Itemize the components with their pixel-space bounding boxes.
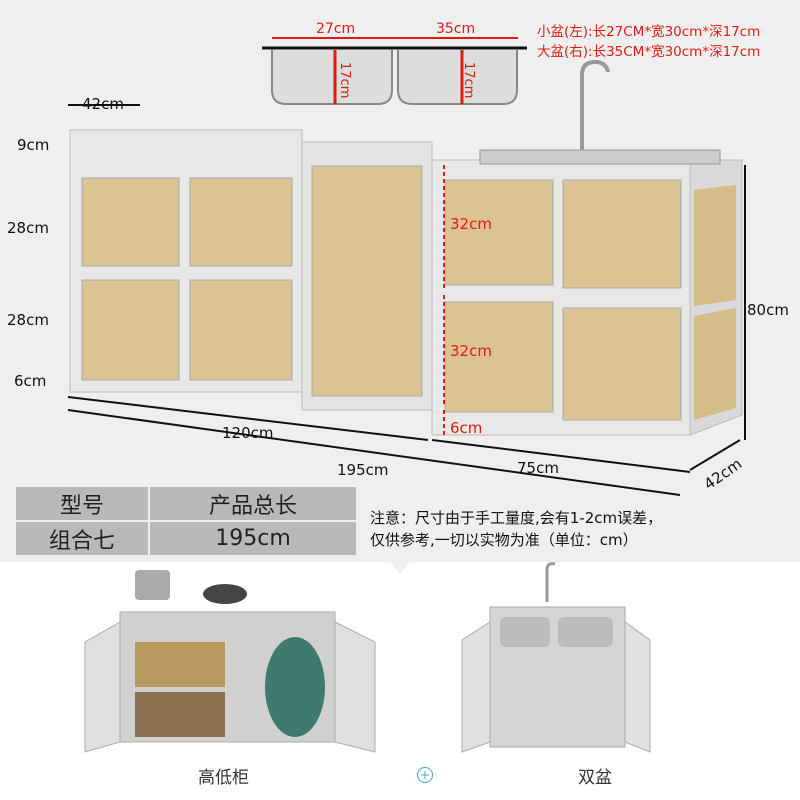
header-total-length: 产品总长: [148, 485, 358, 522]
left-length-label: 120cm: [222, 424, 274, 442]
middle-cabinet: [301, 141, 433, 411]
left-depth-label: 42cm: [82, 95, 124, 113]
total-length-label: 195cm: [337, 461, 389, 479]
small-basin-spec: 小盆(左):长27CM*宽30cm*深17cm: [537, 24, 761, 40]
right-photo-caption: 双盆: [578, 768, 612, 788]
lower-door-label: 28cm: [7, 311, 49, 329]
open-cabinet-photo: [84, 570, 376, 753]
product-photos: [84, 562, 651, 753]
faucet: [580, 59, 610, 150]
right-upper-door-label: 32cm: [450, 215, 492, 233]
dimension-arrows: [67, 104, 746, 496]
large-basin-depth: 17cm: [461, 62, 476, 99]
cabinet-illustration: [67, 37, 746, 496]
leg-label: 6cm: [14, 372, 47, 390]
small-basin-depth: 17cm: [337, 62, 352, 99]
large-basin: [397, 50, 518, 105]
total-length-value: 195cm: [148, 520, 358, 557]
top-rail-label: 9cm: [17, 136, 50, 154]
photo-panel: 高低柜 + 双盆: [0, 562, 800, 800]
right-lower-door-label: 32cm: [450, 342, 492, 360]
right-leg-label: 6cm: [450, 419, 483, 437]
header-model: 型号: [14, 485, 150, 522]
height-label: 80cm: [747, 301, 789, 319]
small-basin-width: 27cm: [316, 21, 356, 37]
left-cabinet: [69, 129, 303, 393]
right-cabinet: [431, 149, 743, 436]
right-length-label: 75cm: [517, 459, 559, 477]
note-line-2: 仅供参考,一切以实物为准（单位：cm）: [370, 531, 638, 549]
large-basin-width: 35cm: [436, 21, 476, 37]
upper-door-label: 28cm: [7, 219, 49, 237]
large-basin-spec: 大盆(右):长35CM*宽30cm*深17cm: [537, 44, 761, 60]
plus-circle-icon: +: [417, 767, 433, 783]
model-value: 组合七: [14, 520, 150, 557]
note-line-1: 注意：尺寸由于手工量度,会有1-2cm误差，: [370, 509, 663, 527]
spec-table: 型号 产品总长 组合七 195cm: [14, 485, 358, 557]
sink-cabinet-photo: [461, 562, 651, 753]
small-basin: [271, 50, 393, 105]
left-photo-caption: 高低柜: [198, 768, 249, 788]
